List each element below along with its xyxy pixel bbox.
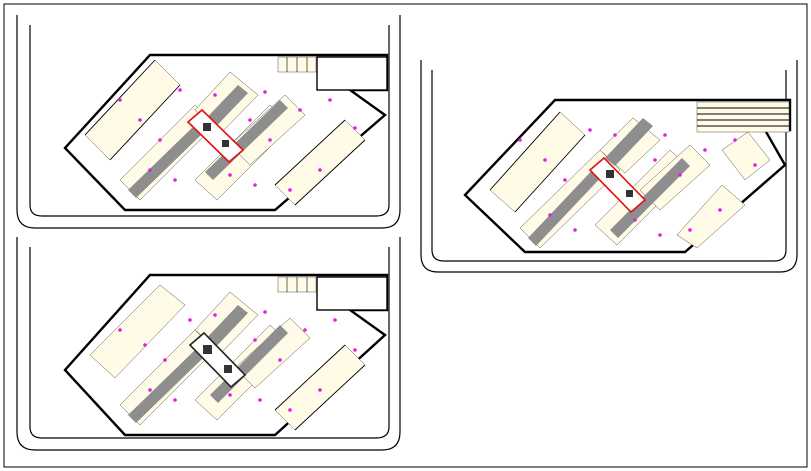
column-marker xyxy=(118,328,122,332)
column-marker xyxy=(333,318,337,322)
drive-aisles xyxy=(528,118,690,246)
column-marker xyxy=(733,138,737,142)
column-markers xyxy=(118,88,757,412)
label-box xyxy=(316,56,388,91)
column-marker xyxy=(158,138,162,142)
column-marker xyxy=(253,338,257,342)
column-marker xyxy=(213,93,217,97)
column-marker xyxy=(353,126,357,130)
column-marker xyxy=(253,183,257,187)
column-marker xyxy=(138,118,142,122)
column-marker xyxy=(303,328,307,332)
column-marker xyxy=(288,188,292,192)
column-marker xyxy=(543,158,547,162)
ramp-lines xyxy=(274,344,366,431)
column-marker xyxy=(263,90,267,94)
stair-block xyxy=(277,276,317,293)
service-core xyxy=(186,108,245,164)
column-marker xyxy=(213,313,217,317)
column-marker xyxy=(258,398,262,402)
ramp-lines xyxy=(84,59,366,206)
column-marker xyxy=(143,343,147,347)
column-marker xyxy=(663,133,667,137)
column-marker xyxy=(228,393,232,397)
column-marker xyxy=(263,310,267,314)
column-marker xyxy=(148,388,152,392)
column-marker xyxy=(633,218,637,222)
plan-right xyxy=(420,60,798,273)
ramp-entrance xyxy=(696,101,790,133)
column-marker xyxy=(703,148,707,152)
column-marker xyxy=(298,108,302,112)
column-marker xyxy=(573,228,577,232)
column-marker xyxy=(653,158,657,162)
service-core xyxy=(188,331,247,389)
column-marker xyxy=(163,358,167,362)
column-marker xyxy=(328,98,332,102)
ramp-lines xyxy=(489,111,586,213)
column-marker xyxy=(173,178,177,182)
column-marker xyxy=(353,348,357,352)
column-marker xyxy=(678,173,682,177)
column-marker xyxy=(518,138,522,142)
column-marker xyxy=(268,138,272,142)
column-marker xyxy=(118,98,122,102)
column-marker xyxy=(548,213,552,217)
column-marker xyxy=(753,163,757,167)
column-marker xyxy=(563,178,567,182)
column-marker xyxy=(288,408,292,412)
column-marker xyxy=(613,133,617,137)
basin-outline xyxy=(16,237,401,451)
plan-upper-left xyxy=(16,15,401,229)
basin-outline xyxy=(16,15,401,229)
column-marker xyxy=(688,228,692,232)
column-marker xyxy=(318,388,322,392)
column-marker xyxy=(178,88,182,92)
stair-block xyxy=(277,56,317,73)
column-marker xyxy=(658,233,662,237)
column-marker xyxy=(228,173,232,177)
column-marker xyxy=(588,128,592,132)
service-core xyxy=(588,156,647,214)
basin-outline xyxy=(420,60,798,273)
column-marker xyxy=(173,398,177,402)
column-marker xyxy=(248,118,252,122)
plan-lower-left xyxy=(16,237,401,451)
label-box xyxy=(316,276,388,311)
column-marker xyxy=(718,208,722,212)
column-marker xyxy=(148,168,152,172)
column-marker xyxy=(318,168,322,172)
column-marker xyxy=(188,318,192,322)
column-marker xyxy=(278,358,282,362)
